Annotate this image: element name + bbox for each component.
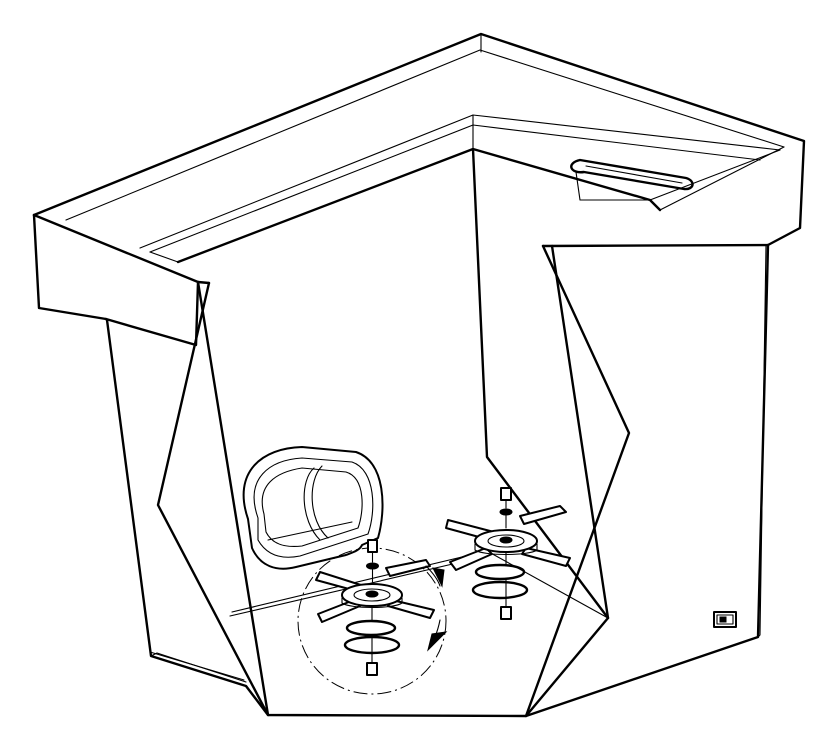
rim-top-outer [32, 32, 806, 248]
rim-inner-1 [65, 49, 785, 221]
hopper-body [105, 147, 770, 718]
right-side-face [524, 243, 770, 718]
agitator-left [315, 539, 435, 676]
rotation-arrows [425, 565, 448, 652]
rim-inner-2 [139, 114, 781, 249]
rim-slot [570, 158, 694, 201]
center-front-face [156, 244, 610, 718]
label-plate [713, 611, 737, 628]
left-front-face [105, 280, 270, 717]
agitator-right [445, 487, 571, 620]
rim-flange [32, 32, 806, 347]
opening-edge [176, 147, 662, 264]
access-window [242, 446, 384, 570]
